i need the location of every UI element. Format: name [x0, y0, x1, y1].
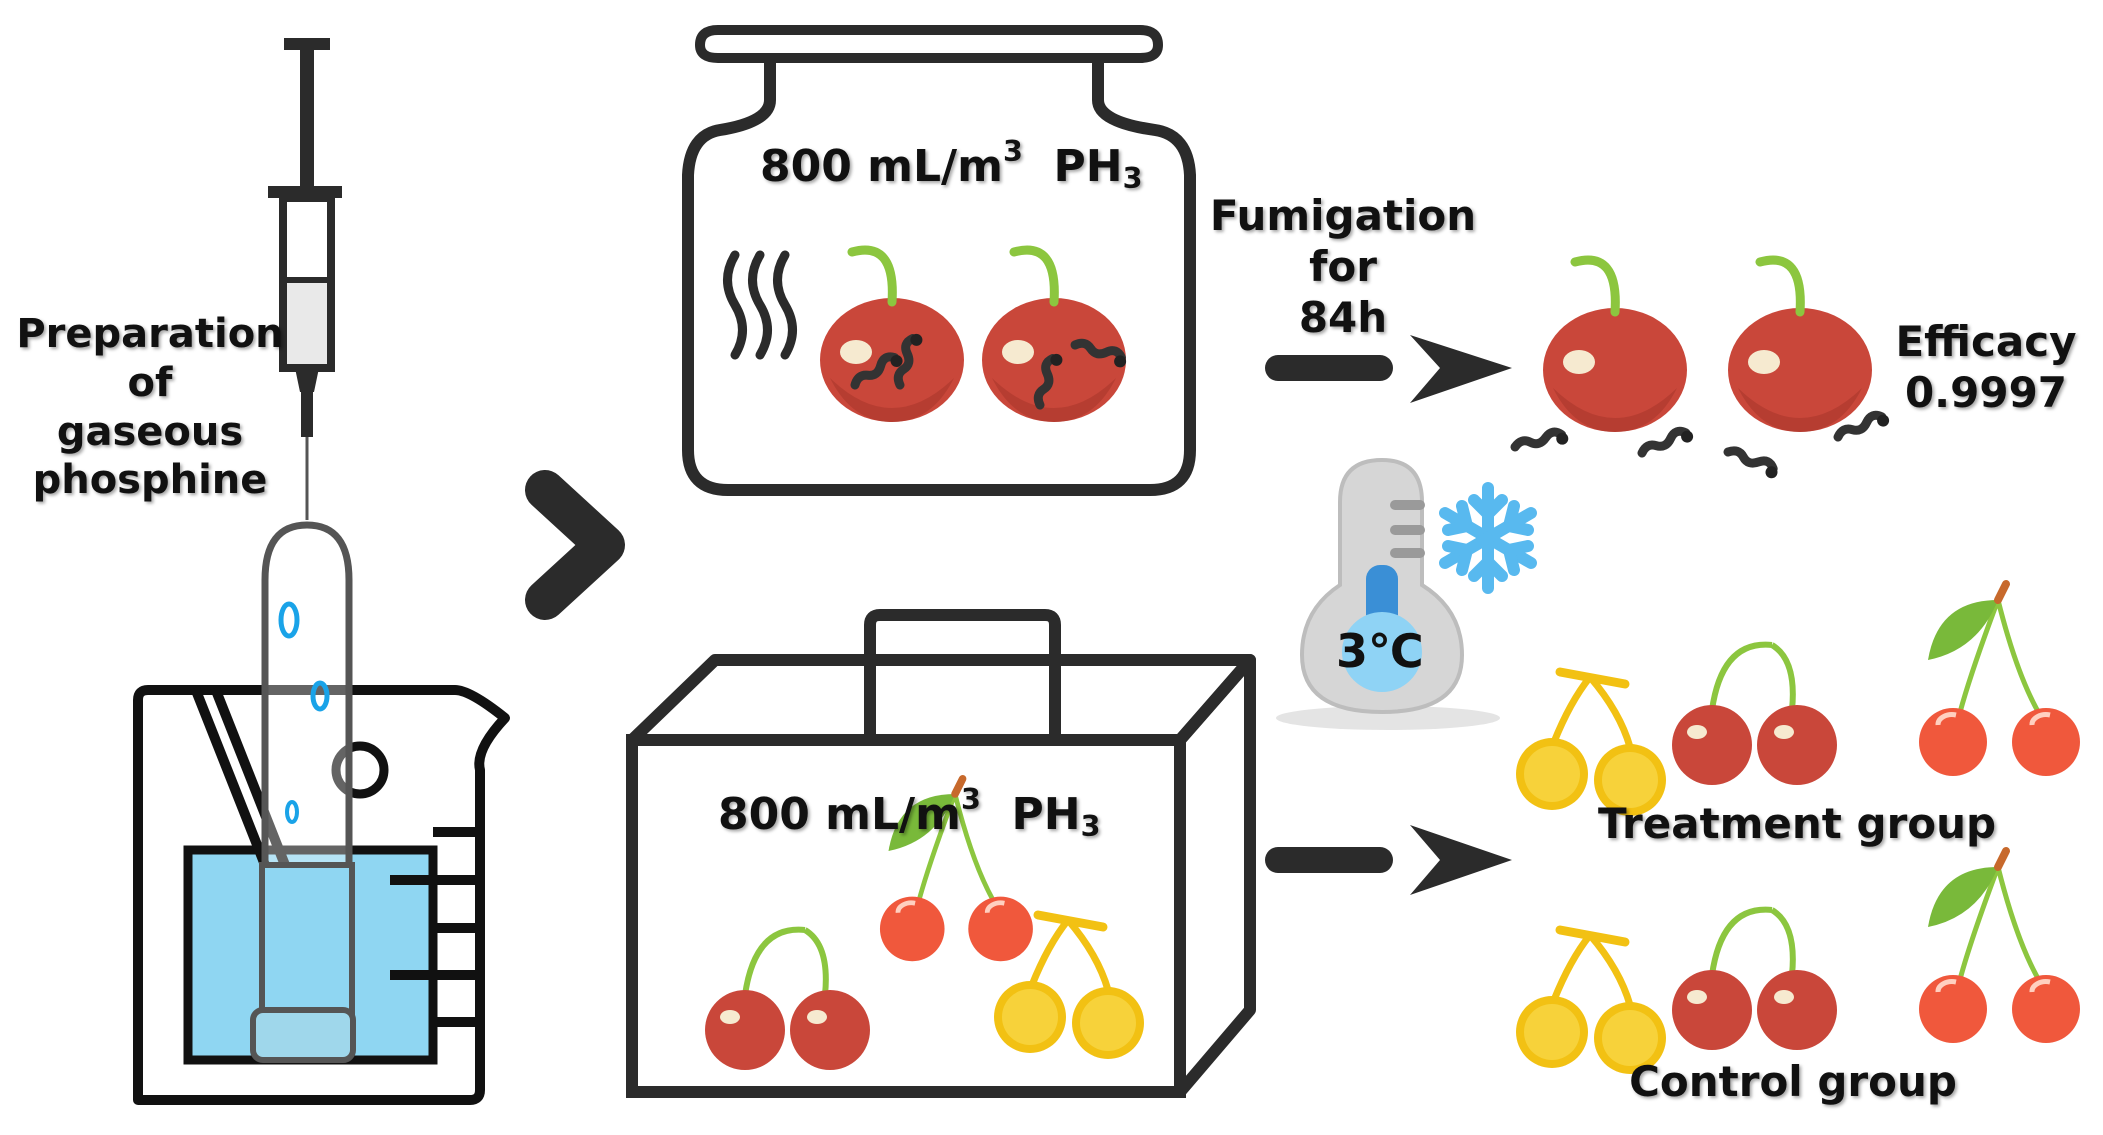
box-gas: PH [1011, 789, 1081, 840]
larva-icon [1514, 430, 1570, 453]
preparation-line-4: phosphine [32, 457, 268, 504]
cherry-icon [1516, 930, 1666, 1074]
box-concentration-power: 3 [960, 781, 981, 816]
fumigation-label: Fumigation for 84h [1208, 190, 1478, 344]
cherry-icon [820, 250, 964, 422]
treatment-group-label: Treatment group [1598, 799, 1997, 848]
syringe-icon [268, 38, 342, 520]
fumigation-line-2: for [1309, 242, 1377, 292]
chevron-arrow-icon [525, 470, 625, 620]
fume-icon [723, 250, 797, 360]
thermometer-icon [1276, 457, 1500, 730]
box-icon [626, 609, 1256, 1098]
cherry-icon [982, 250, 1126, 422]
efficacy-title: Efficacy [1895, 317, 2077, 366]
jar-concentration-power: 3 [1002, 133, 1023, 168]
preparation-line-1: Preparation [16, 311, 284, 357]
temperature-label: 3℃ [1336, 624, 1424, 678]
cherry-icon [1543, 260, 1687, 432]
cherry-icon [705, 930, 870, 1070]
larva-icon [1639, 427, 1695, 459]
jar-concentration-value: 800 mL/m [760, 141, 1003, 192]
box-concentration-value: 800 mL/m [718, 789, 961, 840]
test-tube-icon [250, 521, 356, 1063]
efficacy-value: 0.9997 [1904, 368, 2068, 418]
jar-icon [682, 25, 1196, 496]
efficacy-label: Efficacy 0.9997 [1886, 316, 2086, 418]
cherry-icon [1919, 851, 2080, 1043]
snowflake-icon [1439, 482, 1537, 594]
box-gas-subscript: 3 [1080, 809, 1101, 844]
cherry-icon [1728, 260, 1872, 432]
control-group-label: Control group [1629, 1057, 1957, 1106]
preparation-label: Preparation of gaseous phosphine [10, 310, 290, 505]
arrow-icon [1265, 825, 1512, 895]
larva-icon [1725, 445, 1780, 481]
cherry-icon [1672, 910, 1837, 1050]
cherry-icon [1672, 645, 1837, 785]
preparation-line-2: of [127, 359, 173, 406]
arrow-icon [1265, 335, 1512, 403]
jar-gas: PH [1053, 141, 1123, 192]
box-concentration-label: 800 mL/m3 PH3 [718, 785, 1101, 844]
preparation-line-3: gaseous [56, 408, 244, 455]
cherry-icon [1516, 672, 1666, 816]
cherry-icon [1919, 584, 2080, 776]
jar-concentration-label: 800 mL/m3 PH3 [760, 137, 1143, 196]
fumigation-line-1: Fumigation [1209, 191, 1477, 240]
jar-gas-subscript: 3 [1122, 161, 1143, 196]
fumigation-line-3: 84h [1298, 293, 1388, 343]
